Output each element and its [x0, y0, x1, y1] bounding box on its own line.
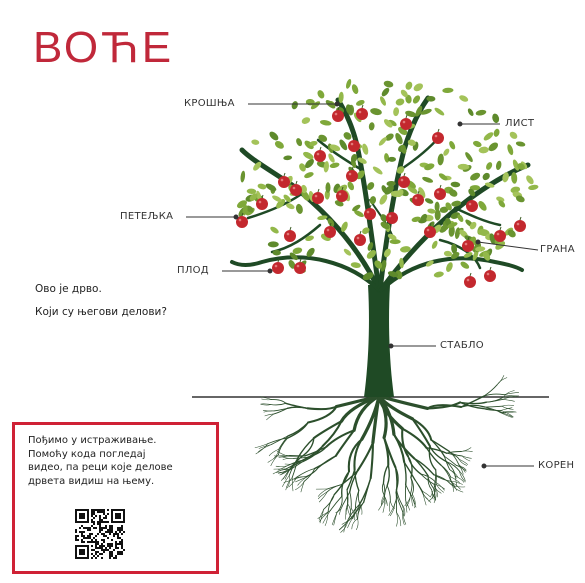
label-trunk: СТАБЛО: [440, 340, 484, 351]
panel-text: Пођимо у истраживање. Помоћу кода поглед…: [28, 434, 213, 488]
explore-panel: Пођимо у истраживање. Помоћу кода поглед…: [12, 422, 219, 574]
label-crown: КРОШЊА: [184, 98, 235, 109]
qr-code-icon[interactable]: [75, 509, 125, 559]
panel-line: Помоћу кода погледај: [28, 448, 213, 462]
tree-trunk: [364, 285, 394, 397]
tree-branches: [232, 98, 528, 290]
label-stem: ПЕТЕЉКА: [120, 211, 173, 222]
label-branch: ГРАНА: [540, 244, 575, 255]
question-text: Који су његови делови?: [35, 306, 167, 318]
panel-line: Пођимо у истраживање.: [28, 434, 213, 448]
label-root: КОРЕН: [538, 460, 574, 471]
tree-roots: [255, 375, 519, 532]
panel-line: дрвета видиш на њему.: [28, 475, 213, 489]
label-fruit: ПЛОД: [177, 265, 209, 276]
intro-text: Ово је дрво.: [35, 283, 102, 295]
label-leaf: ЛИСТ: [505, 118, 534, 129]
pointer-branch: [478, 242, 538, 250]
panel-line: видео, па реци које делове: [28, 461, 213, 475]
